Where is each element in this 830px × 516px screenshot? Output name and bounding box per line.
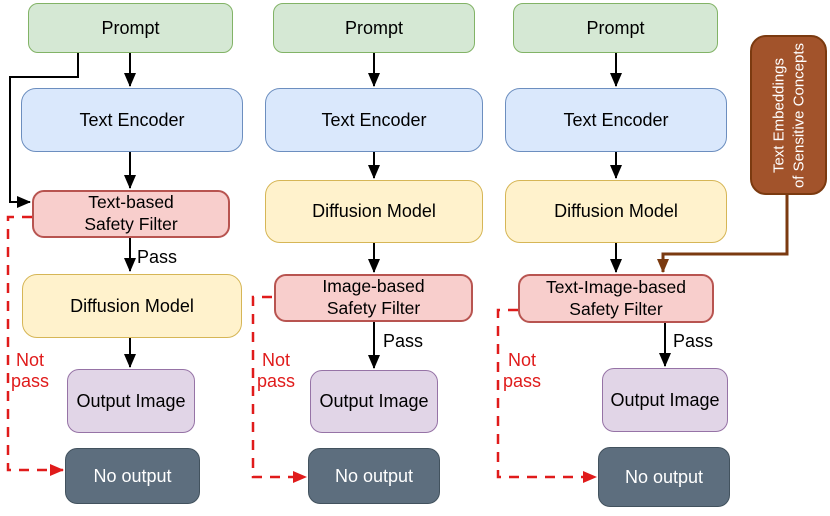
col1-diffusion-model-node: Diffusion Model	[22, 274, 242, 338]
col2-prompt-node: Prompt	[273, 3, 475, 53]
col3-text-encoder-node: Text Encoder	[505, 88, 727, 152]
col3-output-image-node: Output Image	[602, 368, 728, 432]
text-embeddings-label: Text Embeddings of Sensitive Concepts	[770, 42, 807, 188]
edge-col3-notpass-to-nooutput	[496, 308, 597, 483]
col2-image-based-safety-filter-node: Image-based Safety Filter	[274, 274, 473, 322]
edge-col1-prompt-bypass-to-filter	[9, 53, 79, 208]
edge-col1-notpass-to-nooutput	[6, 215, 64, 476]
col2-text-encoder-node: Text Encoder	[265, 88, 483, 152]
col3-pass-label: Pass	[673, 331, 714, 351]
col1-output-image-node: Output Image	[67, 369, 195, 433]
col2-no-output-node: No output	[308, 448, 440, 504]
col2-pass-label: Pass	[383, 331, 424, 351]
col1-no-output-node: No output	[65, 448, 200, 504]
col2-output-image-node: Output Image	[310, 370, 438, 433]
col1-not-pass-label: Not pass	[10, 350, 50, 391]
col1-prompt-node: Prompt	[28, 3, 233, 53]
col3-text-image-based-safety-filter-node: Text-Image-based Safety Filter	[518, 274, 714, 323]
col2-diffusion-model-node: Diffusion Model	[265, 180, 483, 243]
col3-prompt-node: Prompt	[513, 3, 718, 53]
col3-not-pass-label: Not pass	[502, 350, 542, 391]
col1-pass-label: Pass	[137, 247, 178, 267]
col3-diffusion-model-node: Diffusion Model	[505, 180, 727, 243]
text-embeddings-of-sensitive-concepts-node: Text Embeddings of Sensitive Concepts	[750, 35, 827, 195]
col1-text-based-safety-filter-node: Text-based Safety Filter	[32, 190, 230, 238]
col3-no-output-node: No output	[598, 447, 730, 507]
col2-not-pass-label: Not pass	[256, 350, 296, 391]
col1-text-encoder-node: Text Encoder	[21, 88, 243, 152]
edge-col2-notpass-to-nooutput	[251, 295, 307, 483]
edge-embeddings-to-filter	[657, 195, 789, 273]
